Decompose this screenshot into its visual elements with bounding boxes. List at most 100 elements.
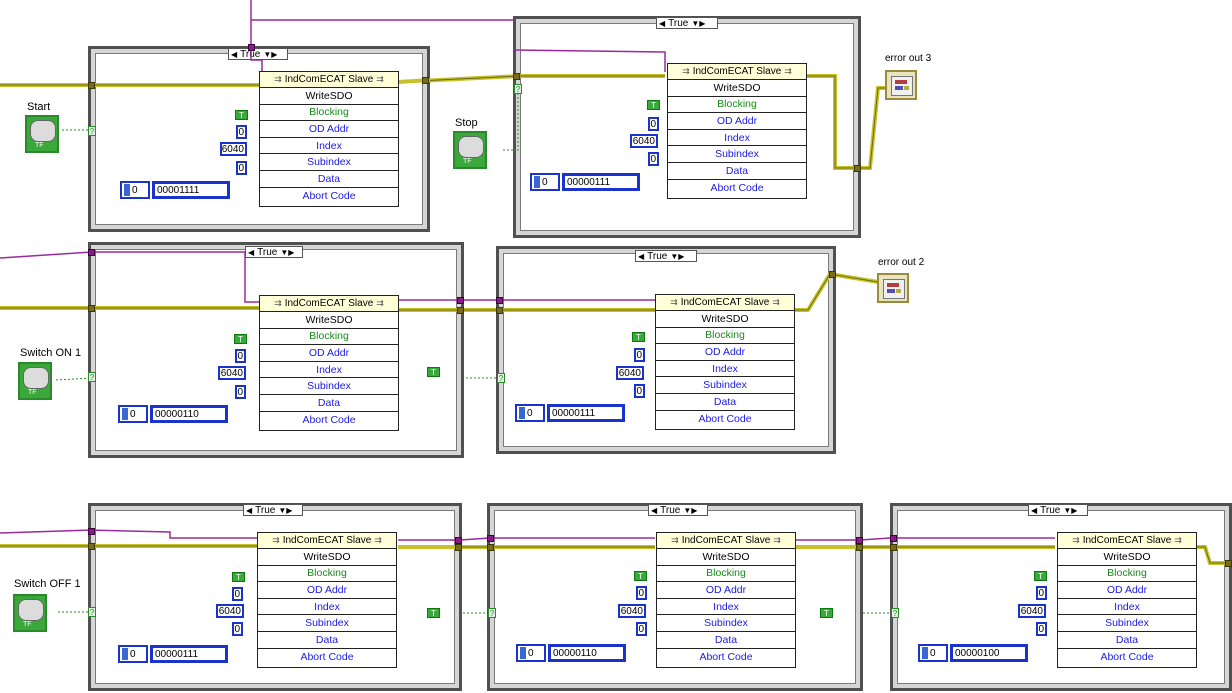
subindex-constant[interactable]: 0 [1036, 622, 1047, 636]
writesdo-subvi-2[interactable]: ⇉IndComECAT Slave⇉ WriteSDO Blocking OD … [667, 63, 807, 199]
od-addr-terminal[interactable]: OD Addr [260, 345, 398, 362]
index-terminal[interactable]: Index [668, 130, 806, 147]
abort-code-terminal[interactable]: Abort Code [698, 412, 752, 425]
blocking-true-constant[interactable]: T [632, 332, 645, 342]
case-selector-4[interactable]: ◀ True ▼▶ [635, 250, 697, 262]
abort-code-terminal[interactable]: Abort Code [300, 650, 354, 663]
data-terminal[interactable]: Data [657, 632, 795, 649]
index-terminal[interactable]: Index [260, 138, 398, 155]
data-constant[interactable]: 0 00000110 [118, 405, 228, 423]
index-terminal[interactable]: Index [1058, 599, 1196, 616]
switch-on-button[interactable]: TF [18, 362, 52, 400]
od-addr-terminal[interactable]: OD Addr [260, 121, 398, 138]
abort-code-terminal[interactable]: Abort Code [302, 413, 356, 426]
binary-value[interactable]: 00000110 [150, 405, 228, 423]
true-constant[interactable]: T [427, 367, 440, 377]
binary-value[interactable]: 00000110 [548, 644, 626, 662]
blocking-terminal[interactable]: Blocking [657, 566, 795, 583]
od-addr-constant[interactable]: 0 [235, 349, 246, 363]
index-constant[interactable]: 6040 [220, 142, 247, 156]
blocking-true-constant[interactable]: T [234, 334, 247, 344]
subindex-constant[interactable]: 0 [648, 152, 659, 166]
abort-code-terminal[interactable]: Abort Code [710, 181, 764, 194]
radix-selector[interactable]: 0 [118, 405, 148, 423]
data-constant[interactable]: 0 00000111 [515, 404, 625, 422]
blocking-true-constant[interactable]: T [232, 572, 245, 582]
writesdo-subvi-6[interactable]: ⇉IndComECAT Slave⇉ WriteSDO Blocking OD … [656, 532, 796, 668]
subindex-terminal[interactable]: Subindex [668, 146, 806, 163]
writesdo-subvi-5[interactable]: ⇉IndComECAT Slave⇉ WriteSDO Blocking OD … [257, 532, 397, 668]
od-addr-constant[interactable]: 0 [1036, 586, 1047, 600]
od-addr-terminal[interactable]: OD Addr [258, 582, 396, 599]
data-constant[interactable]: 0 00001111 [120, 181, 230, 199]
decrement-arrow-icon[interactable]: ◀ [231, 49, 238, 59]
case-selector-7[interactable]: ◀ True ▼▶ [1028, 504, 1088, 516]
blocking-true-constant[interactable]: T [647, 100, 660, 110]
radix-selector[interactable]: 0 [515, 404, 545, 422]
radix-selector[interactable]: 0 [118, 645, 148, 663]
binary-value[interactable]: 00000111 [547, 404, 625, 422]
data-terminal[interactable]: Data [258, 632, 396, 649]
index-constant[interactable]: 6040 [618, 604, 646, 618]
data-constant[interactable]: 0 00000111 [118, 645, 228, 663]
subindex-constant[interactable]: 0 [634, 384, 645, 398]
index-terminal[interactable]: Index [657, 599, 795, 616]
writesdo-subvi-4[interactable]: ⇉IndComECAT Slave⇉ WriteSDO Blocking OD … [655, 294, 795, 430]
blocking-terminal[interactable]: Blocking [260, 329, 398, 346]
dropdown-arrow-icon[interactable]: ▼▶ [280, 247, 295, 257]
od-addr-constant[interactable]: 0 [634, 348, 645, 362]
blocking-terminal[interactable]: Blocking [668, 97, 806, 114]
subindex-constant[interactable]: 0 [232, 622, 243, 636]
blocking-terminal[interactable]: Blocking [258, 566, 396, 583]
index-terminal[interactable]: Index [260, 362, 398, 379]
abort-code-terminal[interactable]: Abort Code [699, 650, 753, 663]
subindex-constant[interactable]: 0 [235, 385, 246, 399]
case-selector-2[interactable]: ◀ True ▼▶ [656, 17, 718, 29]
blocking-terminal[interactable]: Blocking [260, 105, 398, 122]
dropdown-arrow-icon[interactable]: ▼▶ [1063, 505, 1078, 515]
binary-value[interactable]: 00000111 [562, 173, 640, 191]
od-addr-constant[interactable]: 0 [648, 117, 659, 131]
error-out-2-indicator[interactable] [877, 273, 909, 303]
decrement-arrow-icon[interactable]: ◀ [638, 251, 645, 261]
true-constant[interactable]: T [820, 608, 833, 618]
data-constant[interactable]: 0 00000100 [918, 644, 1028, 662]
blocking-true-constant[interactable]: T [634, 571, 647, 581]
od-addr-constant[interactable]: 0 [236, 125, 247, 139]
od-addr-terminal[interactable]: OD Addr [656, 344, 794, 361]
blocking-terminal[interactable]: Blocking [1058, 566, 1196, 583]
od-addr-terminal[interactable]: OD Addr [657, 582, 795, 599]
data-constant[interactable]: 0 00000110 [516, 644, 626, 662]
writesdo-subvi-3[interactable]: ⇉IndComECAT Slave⇉ WriteSDO Blocking OD … [259, 295, 399, 431]
index-constant[interactable]: 6040 [216, 604, 244, 618]
case-selector-6[interactable]: ◀ True ▼▶ [648, 504, 708, 516]
decrement-arrow-icon[interactable]: ◀ [1031, 505, 1038, 515]
od-addr-terminal[interactable]: OD Addr [1058, 582, 1196, 599]
case-selector-3[interactable]: ◀ True ▼▶ [245, 246, 303, 258]
subindex-terminal[interactable]: Subindex [260, 154, 398, 171]
subindex-constant[interactable]: 0 [636, 622, 647, 636]
abort-code-terminal[interactable]: Abort Code [302, 189, 356, 202]
decrement-arrow-icon[interactable]: ◀ [659, 18, 666, 28]
dropdown-arrow-icon[interactable]: ▼▶ [691, 18, 706, 28]
dropdown-arrow-icon[interactable]: ▼▶ [263, 49, 278, 59]
blocking-terminal[interactable]: Blocking [656, 328, 794, 345]
radix-selector[interactable]: 0 [918, 644, 948, 662]
writesdo-subvi-1[interactable]: ⇉IndComECAT Slave⇉ WriteSDO Blocking OD … [259, 71, 399, 207]
index-constant[interactable]: 6040 [630, 134, 658, 148]
switch-off-button[interactable]: TF [13, 594, 47, 632]
data-constant[interactable]: 0 00000111 [530, 173, 640, 191]
index-constant[interactable]: 6040 [218, 366, 246, 380]
blocking-true-constant[interactable]: T [1034, 571, 1047, 581]
subindex-terminal[interactable]: Subindex [1058, 615, 1196, 632]
subindex-constant[interactable]: 0 [236, 161, 247, 175]
radix-selector[interactable]: 0 [516, 644, 546, 662]
stop-button[interactable]: TF [453, 131, 487, 169]
data-terminal[interactable]: Data [260, 395, 398, 412]
error-out-3-indicator[interactable] [885, 70, 917, 100]
start-button[interactable]: TF [25, 115, 59, 153]
case-selector-5[interactable]: ◀ True ▼▶ [243, 504, 303, 516]
radix-selector[interactable]: 0 [530, 173, 560, 191]
subindex-terminal[interactable]: Subindex [258, 615, 396, 632]
subindex-terminal[interactable]: Subindex [260, 378, 398, 395]
